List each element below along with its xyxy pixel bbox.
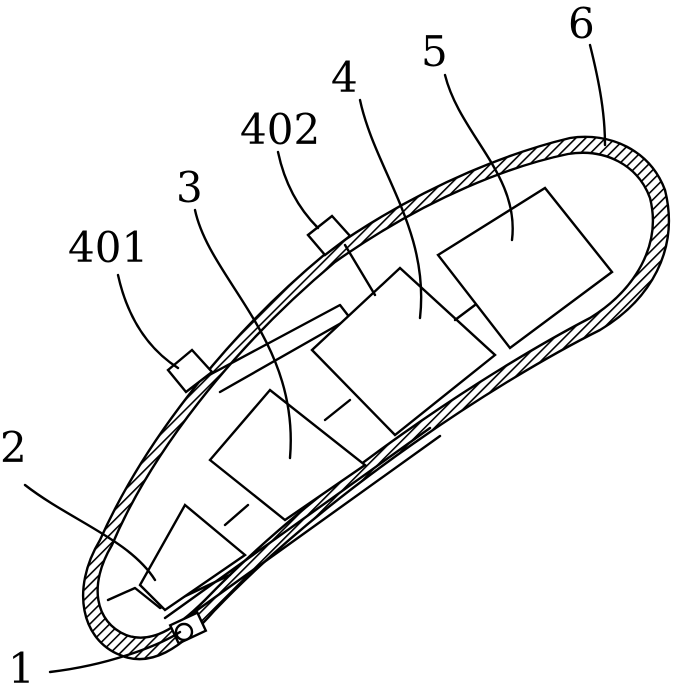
- leader-lines: [23, 43, 607, 674]
- part-labels: 1 2 3 4 5 6 401 402: [0, 0, 595, 684]
- leader-2: [23, 483, 157, 582]
- label-4: 4: [331, 53, 358, 102]
- leader-1: [48, 630, 182, 674]
- leader-402: [276, 150, 320, 230]
- label-6: 6: [568, 0, 595, 48]
- leader-5: [443, 73, 514, 242]
- outer-shell: [81, 135, 670, 661]
- component-2-module: [138, 503, 247, 612]
- label-402: 402: [240, 105, 320, 154]
- leader-401: [116, 273, 180, 370]
- protrusion-401: [166, 348, 214, 394]
- label-401: 401: [68, 223, 148, 272]
- leader-3: [193, 208, 292, 460]
- protrusion-402: [306, 214, 352, 257]
- connector-4-402: [343, 243, 377, 297]
- label-2: 2: [0, 423, 27, 472]
- label-5: 5: [421, 27, 448, 76]
- component-5-module: [436, 186, 614, 350]
- connector-4-5: [453, 303, 477, 322]
- connector-2-3: [223, 503, 250, 527]
- connector-3-4: [323, 398, 352, 422]
- component-4-module: [310, 266, 497, 437]
- component-3-module: [208, 388, 368, 522]
- label-1: 1: [8, 644, 35, 684]
- label-3: 3: [176, 163, 203, 212]
- leader-6: [588, 43, 607, 147]
- component-1-sensor: [168, 611, 208, 645]
- leader-4: [358, 98, 423, 320]
- internal-frame: [106, 303, 442, 628]
